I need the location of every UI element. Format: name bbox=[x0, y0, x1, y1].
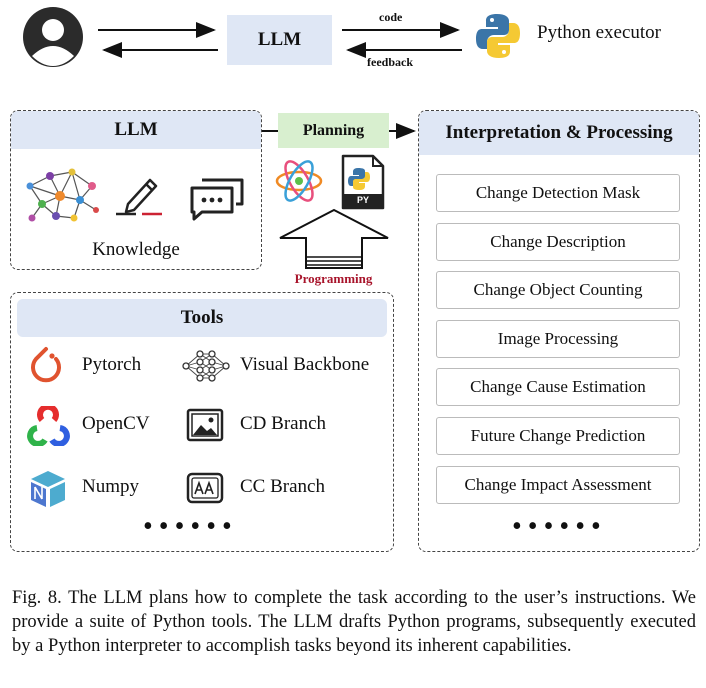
interpretation-title: Interpretation & Processing bbox=[419, 111, 699, 155]
code-label: code bbox=[379, 10, 403, 24]
py-file-label: PY bbox=[356, 195, 369, 205]
task-item: Change Cause Estimation bbox=[436, 368, 680, 406]
interpretation-more-dots: •••••• bbox=[512, 511, 607, 542]
chat-bubbles-icon bbox=[190, 178, 244, 221]
programming-label: Programming bbox=[294, 271, 373, 286]
pen-writing-icon bbox=[116, 178, 162, 216]
react-atom-icon bbox=[275, 160, 323, 202]
tool-visual-backbone-label: Visual Backbone bbox=[240, 354, 370, 375]
llm-box-title: LLM bbox=[11, 111, 261, 149]
text-caption-icon bbox=[186, 472, 224, 504]
llm-top-box: LLM bbox=[227, 15, 332, 65]
image-icon bbox=[186, 408, 224, 442]
knowledge-graph-icon bbox=[26, 168, 99, 222]
tool-cc-branch-label: CC Branch bbox=[240, 476, 325, 497]
feedback-label: feedback bbox=[367, 55, 413, 69]
user-avatar-icon bbox=[23, 7, 83, 67]
planning-box: Planning bbox=[278, 113, 389, 148]
numpy-icon bbox=[31, 471, 65, 507]
upward-block-arrow bbox=[279, 208, 389, 269]
tool-cd-branch-label: CD Branch bbox=[240, 413, 327, 434]
opencv-icon bbox=[27, 406, 70, 446]
figure-caption: Fig. 8. The LLM plans how to complete th… bbox=[12, 588, 696, 656]
neural-network-icon bbox=[182, 350, 230, 382]
python-logo-icon bbox=[476, 14, 520, 58]
python-executor-label: Python executor bbox=[537, 22, 662, 43]
pytorch-icon bbox=[31, 347, 61, 383]
knowledge-label: Knowledge bbox=[92, 239, 180, 260]
planning-connectors bbox=[262, 123, 416, 139]
task-item: Future Change Prediction bbox=[436, 417, 680, 455]
llm-box: LLM bbox=[10, 110, 262, 270]
tools-more-dots: •••••• bbox=[143, 511, 238, 542]
task-item: Change Description bbox=[436, 223, 680, 261]
python-file-icon bbox=[341, 154, 385, 210]
tool-opencv-label: OpenCV bbox=[82, 413, 150, 434]
task-item: Change Impact Assessment bbox=[436, 466, 680, 504]
code-feedback-arrows bbox=[342, 22, 462, 58]
tool-numpy-label: Numpy bbox=[82, 476, 139, 497]
task-item: Change Object Counting bbox=[436, 271, 680, 309]
task-item: Change Detection Mask bbox=[436, 174, 680, 212]
user-llm-arrows bbox=[98, 22, 218, 58]
tools-title: Tools bbox=[17, 299, 387, 337]
task-item: Image Processing bbox=[436, 320, 680, 358]
tool-pytorch-label: Pytorch bbox=[82, 354, 142, 375]
